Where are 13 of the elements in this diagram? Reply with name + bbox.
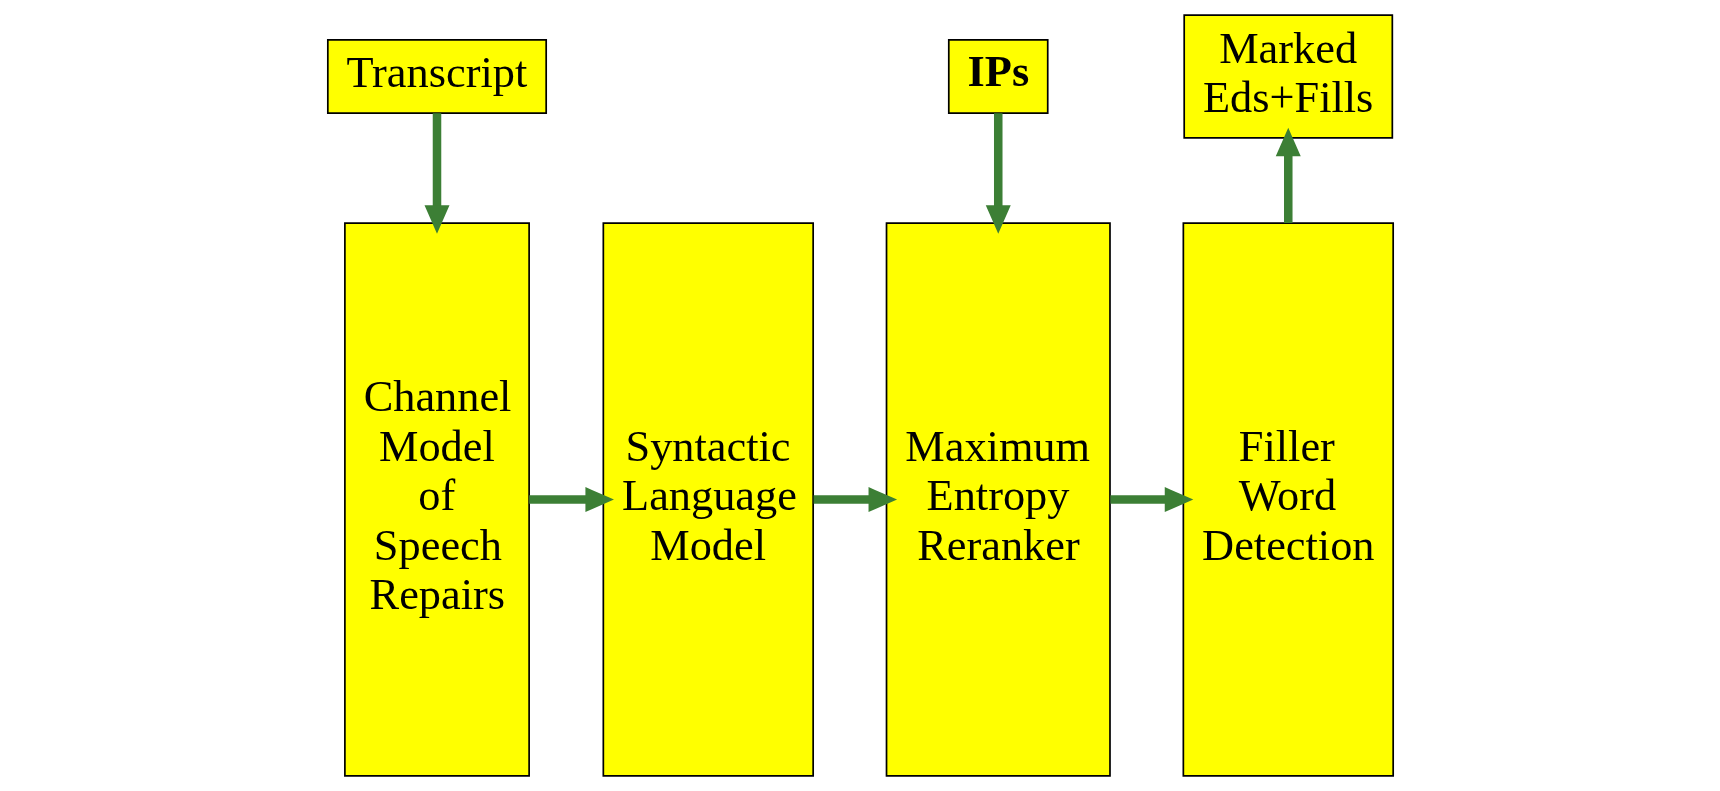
node-box: Maximum Entropy Reranker bbox=[885, 222, 1111, 777]
arrow bbox=[985, 113, 1011, 234]
node-box: Syntactic Language Model bbox=[601, 222, 814, 777]
arrow bbox=[1275, 127, 1301, 224]
node-box: Transcript bbox=[326, 38, 547, 115]
node-box: Marked Eds+Fills bbox=[1182, 14, 1393, 139]
arrow bbox=[528, 487, 614, 513]
node-box: Channel Model of Speech Repairs bbox=[343, 222, 530, 777]
node-box: IPs bbox=[947, 38, 1049, 115]
arrow bbox=[424, 113, 449, 234]
arrow bbox=[813, 487, 897, 513]
arrow bbox=[1109, 487, 1193, 513]
node-box: Filler Word Detection bbox=[1182, 222, 1394, 777]
